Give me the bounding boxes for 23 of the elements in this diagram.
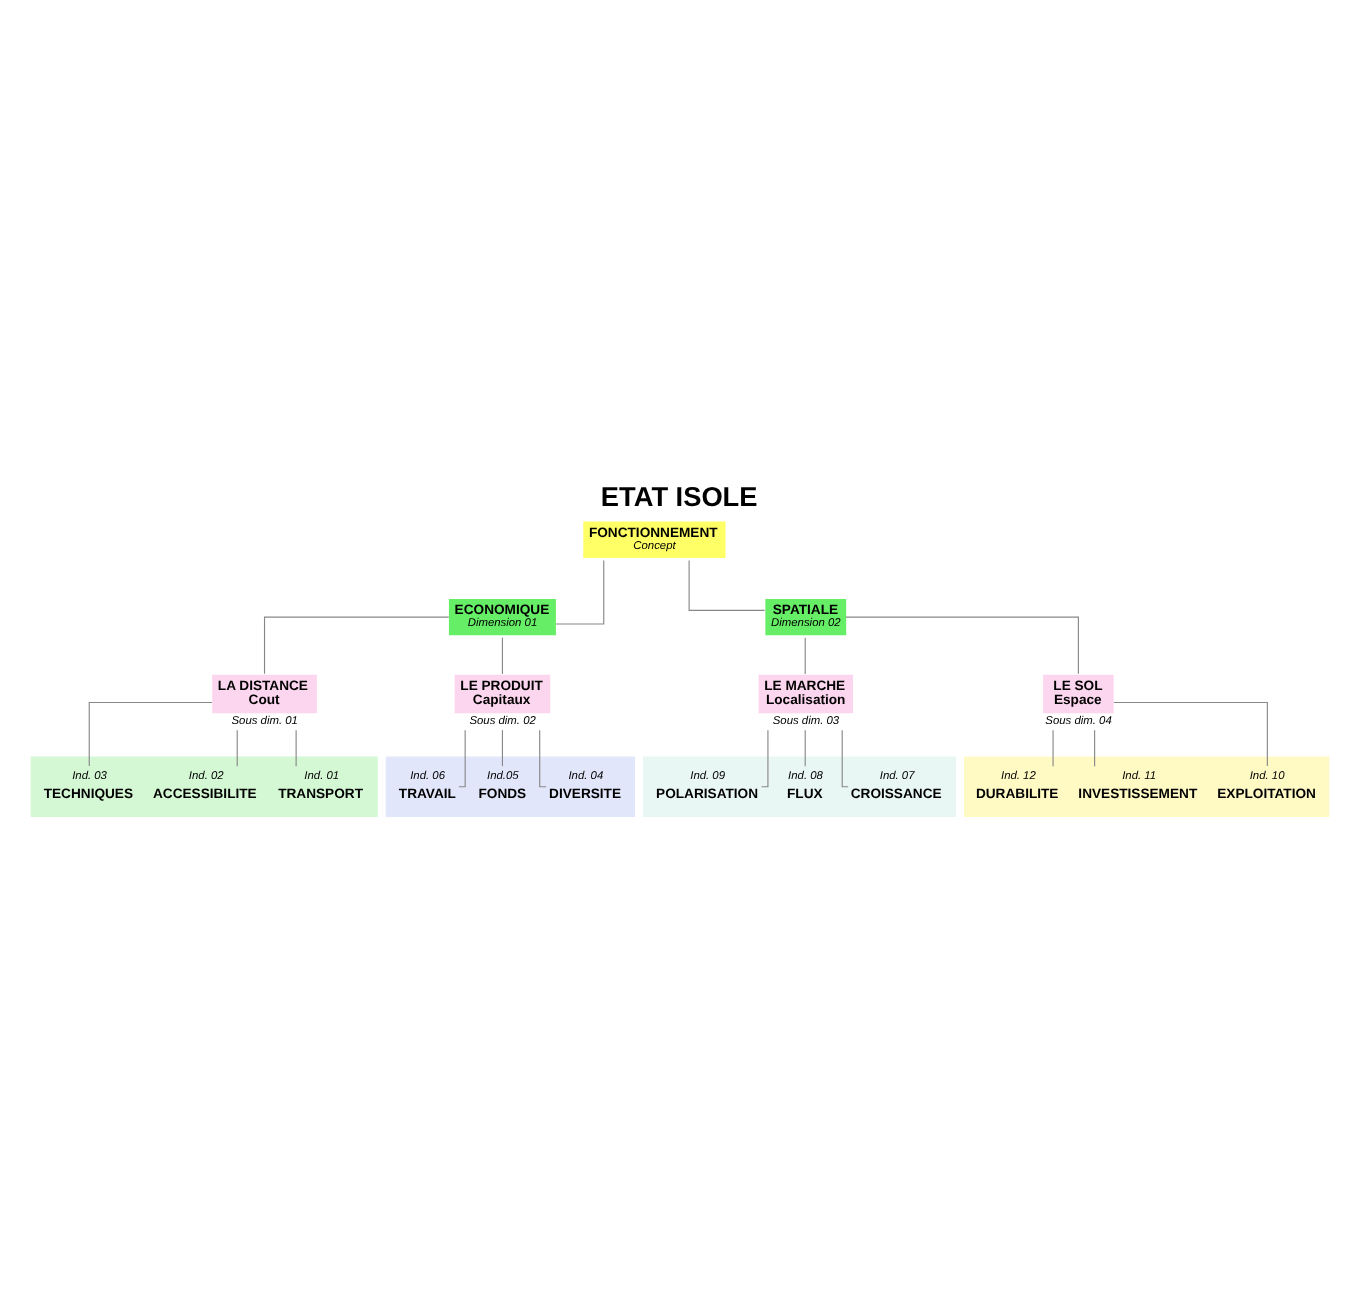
connector (236, 728, 238, 766)
connector (1113, 700, 1268, 766)
connector (458, 728, 466, 787)
connector (760, 728, 769, 787)
connector (501, 728, 503, 766)
connector (555, 559, 605, 624)
connector (804, 728, 806, 766)
connector (845, 615, 1079, 674)
diagram-title: ETAT ISOLE (600, 480, 758, 511)
connector (539, 728, 547, 787)
cluster (385, 755, 636, 816)
connector (804, 636, 806, 674)
connector (263, 615, 450, 674)
cluster (30, 755, 378, 816)
connector (688, 558, 766, 610)
connector (1094, 728, 1096, 766)
connector (295, 728, 297, 766)
cluster (643, 755, 957, 816)
connector (1052, 728, 1054, 766)
connector (841, 728, 849, 787)
connector (88, 700, 213, 766)
connector (501, 636, 503, 674)
cluster (964, 755, 1330, 816)
